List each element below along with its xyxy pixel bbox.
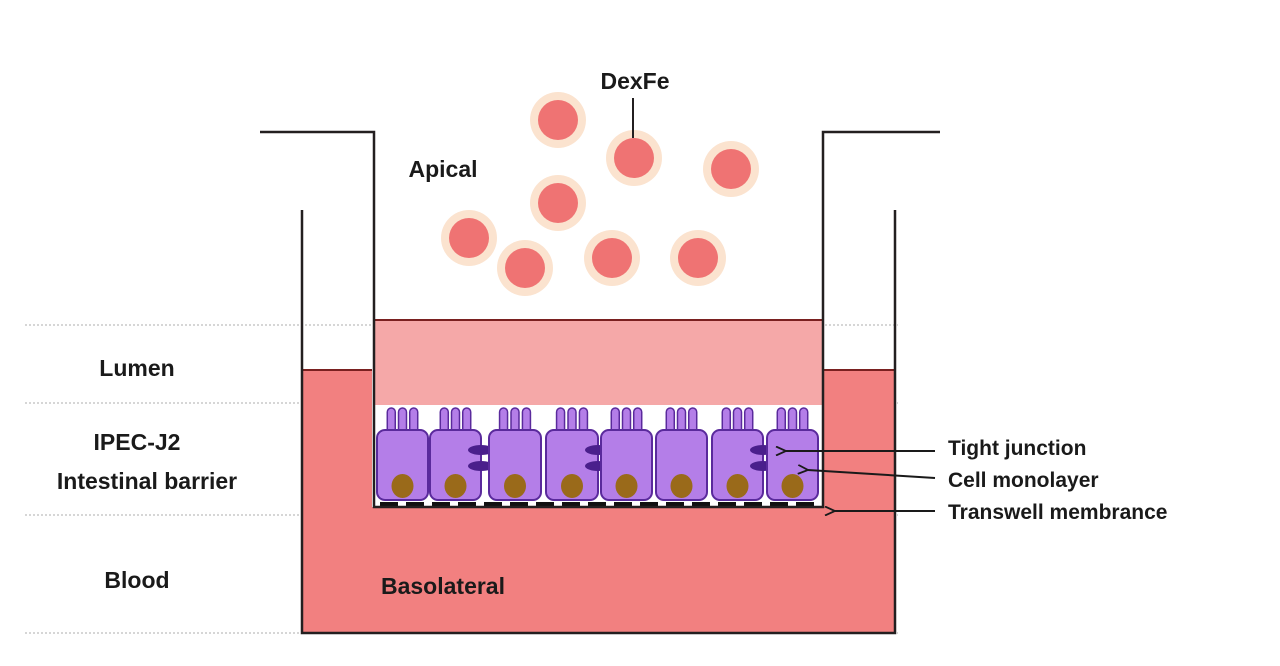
intestinal-barrier-label: Intestinal barrier <box>57 468 237 494</box>
cell-nucleus <box>615 474 638 498</box>
membrane-pore-segment <box>406 502 424 507</box>
dexfe-particle-core <box>538 183 578 223</box>
cell-nucleus <box>726 474 749 498</box>
dexfe-particle-core <box>505 248 545 288</box>
dexfe-label: DexFe <box>600 68 669 94</box>
dexfe-particle-core <box>592 238 632 278</box>
basolateral-label: Basolateral <box>381 573 505 599</box>
membrane-pore-segment <box>744 502 762 507</box>
tight-junction-label: Tight junction <box>948 437 1086 460</box>
dexfe-particle-core <box>711 149 751 189</box>
cell-monolayer-arrow <box>808 470 936 479</box>
cell-nucleus <box>504 474 526 498</box>
epithelial-cell <box>429 407 494 501</box>
dexfe-particles <box>441 92 759 296</box>
epithelial-cell <box>545 407 611 501</box>
membrane-pore-segment <box>770 502 788 507</box>
cell-nucleus <box>670 474 693 498</box>
ipec-j2-label: IPEC-J2 <box>94 429 181 455</box>
dexfe-particle <box>606 130 662 186</box>
epithelial-cell <box>376 407 429 501</box>
dexfe-particle <box>703 141 759 197</box>
cell-monolayer <box>376 407 819 501</box>
apical-medium <box>375 320 823 405</box>
dexfe-particle-core <box>449 218 489 258</box>
dexfe-particle <box>670 230 726 286</box>
epithelial-cell <box>655 407 708 501</box>
transwell-membrane <box>380 502 814 507</box>
membrane-pore-segment <box>614 502 632 507</box>
dexfe-particle <box>441 210 497 266</box>
basolateral-compartment <box>302 370 895 633</box>
lumen-label: Lumen <box>99 355 174 381</box>
cell-nucleus <box>561 474 583 498</box>
membrane-pore-segment <box>510 502 528 507</box>
epithelial-cell <box>600 407 653 501</box>
dexfe-particle-core <box>614 138 654 178</box>
cell-body <box>655 429 708 501</box>
cell-nucleus <box>781 474 804 498</box>
cell-body <box>376 429 429 501</box>
cell-body <box>600 429 653 501</box>
transwell-membrance-label: Transwell membrance <box>948 501 1167 524</box>
tight-junction <box>468 445 494 455</box>
dexfe-particle-core <box>678 238 718 278</box>
epithelial-cell <box>766 407 819 501</box>
tight-junction <box>468 461 494 471</box>
cell-monolayer-label: Cell monolayer <box>948 469 1099 492</box>
cell-nucleus <box>391 474 414 498</box>
membrane-pore-segment <box>640 502 658 507</box>
membrane-pore-segment <box>432 502 450 507</box>
blood-label: Blood <box>104 567 169 593</box>
membrane-pore-segment <box>666 502 684 507</box>
membrane-pore-segment <box>796 502 814 507</box>
outer-well-wall <box>300 210 897 635</box>
dexfe-particle <box>584 230 640 286</box>
dexfe-particle <box>530 92 586 148</box>
membrane-pore-segment <box>458 502 476 507</box>
epithelial-cell <box>488 407 542 501</box>
cell-nucleus <box>444 474 467 498</box>
membrane-pore-segment <box>562 502 580 507</box>
membrane-pore-segment <box>588 502 606 507</box>
dexfe-particle <box>497 240 553 296</box>
apical-label: Apical <box>408 156 477 182</box>
dexfe-particle <box>530 175 586 231</box>
dexfe-particle-core <box>538 100 578 140</box>
membrane-pore-segment <box>380 502 398 507</box>
annotation-arrows <box>786 451 936 511</box>
membrane-pore-segment <box>536 502 554 507</box>
transwell-insert-wall <box>260 130 940 509</box>
membrane-pore-segment <box>484 502 502 507</box>
membrane-pore-segment <box>692 502 710 507</box>
cell-body <box>488 429 542 501</box>
membrane-pore-segment <box>718 502 736 507</box>
